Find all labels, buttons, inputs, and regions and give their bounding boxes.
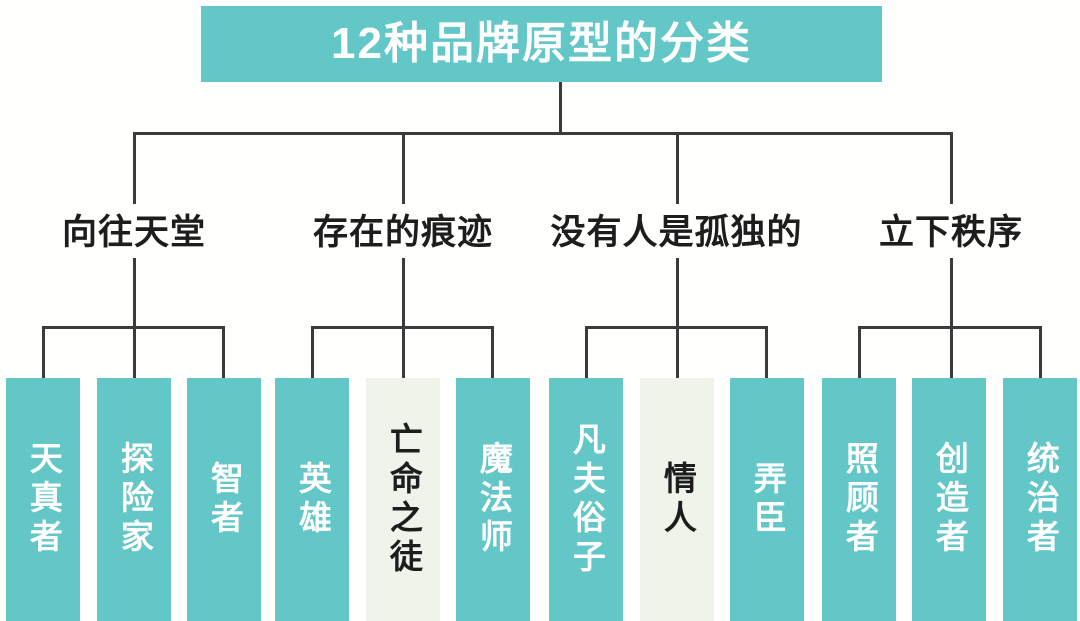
archetype-label: 探险家 [116, 441, 154, 558]
archetype-label: 创造者 [931, 441, 969, 558]
group-2-leaf-drop-1 [311, 326, 314, 380]
archetype-box-wangmingzhitu[interactable]: 亡命之徒 [366, 378, 440, 621]
archetype-label: 统治者 [1022, 441, 1060, 558]
category-label-4[interactable]: 立下秩序 [856, 203, 1046, 255]
group-2-stem-connector [402, 258, 405, 329]
category-drop-connector-2 [402, 132, 405, 204]
archetype-box-nongchen[interactable]: 弄臣 [730, 378, 804, 621]
archetype-box-zhaoguzhe[interactable]: 照顾者 [822, 378, 896, 621]
archetype-box-fanfusuzi[interactable]: 凡夫俗子 [549, 378, 623, 621]
archetype-label: 弄臣 [749, 460, 787, 539]
archetype-label: 照顾者 [841, 441, 879, 558]
category-drop-connector-4 [950, 132, 953, 204]
category-label-2-text: 存在的痕迹 [312, 212, 493, 252]
category-label-1-text: 向往天堂 [61, 212, 206, 252]
group-2-leaf-drop-2 [402, 326, 405, 380]
group-1-stem-connector [133, 258, 136, 329]
archetype-label: 天真者 [25, 441, 63, 558]
group-3-leaf-drop-1 [585, 326, 588, 380]
archetype-label: 凡夫俗子 [568, 421, 606, 578]
archetype-box-zhizhe[interactable]: 智者 [187, 378, 261, 621]
archetype-label: 魔法师 [475, 441, 513, 558]
archetype-label: 英雄 [294, 460, 332, 539]
group-1-leaf-drop-3 [222, 326, 225, 380]
archetype-box-yingxiong[interactable]: 英雄 [275, 378, 349, 621]
root-distribution-bar [133, 132, 953, 135]
group-1-leaf-drop-2 [133, 326, 136, 380]
archetype-label: 情人 [659, 460, 697, 539]
group-4-leaf-drop-1 [858, 326, 861, 380]
archetype-label: 亡命之徒 [385, 421, 423, 578]
category-drop-connector-3 [676, 132, 679, 204]
group-2-leaf-drop-3 [491, 326, 494, 380]
group-4-leaf-drop-2 [950, 326, 953, 380]
category-label-3-text: 没有人是孤独的 [550, 212, 803, 252]
root-stem-connector [559, 82, 562, 134]
page-title: 12种品牌原型的分类 [331, 19, 752, 68]
category-drop-connector-1 [133, 132, 136, 204]
group-3-stem-connector [676, 258, 679, 329]
archetype-box-chuangzaozhe[interactable]: 创造者 [912, 378, 986, 621]
archetype-box-qingren[interactable]: 情人 [640, 378, 714, 621]
category-label-1[interactable]: 向往天堂 [39, 203, 229, 255]
archetype-box-tongzhizhe[interactable]: 统治者 [1003, 378, 1077, 621]
category-label-4-text: 立下秩序 [878, 212, 1023, 252]
archetype-label: 智者 [206, 460, 244, 539]
diagram-title-banner: 12种品牌原型的分类 [201, 6, 882, 82]
category-label-3[interactable]: 没有人是孤独的 [541, 203, 812, 255]
group-3-leaf-drop-3 [765, 326, 768, 380]
archetype-box-tianzhenzhe[interactable]: 天真者 [6, 378, 80, 621]
group-1-leaf-drop-1 [42, 326, 45, 380]
group-4-leaf-drop-3 [1039, 326, 1042, 380]
archetype-box-mofashi[interactable]: 魔法师 [456, 378, 530, 621]
group-3-leaf-drop-2 [676, 326, 679, 380]
category-label-2[interactable]: 存在的痕迹 [290, 203, 516, 255]
group-4-stem-connector [950, 258, 953, 329]
archetype-box-tanxianjia[interactable]: 探险家 [97, 378, 171, 621]
